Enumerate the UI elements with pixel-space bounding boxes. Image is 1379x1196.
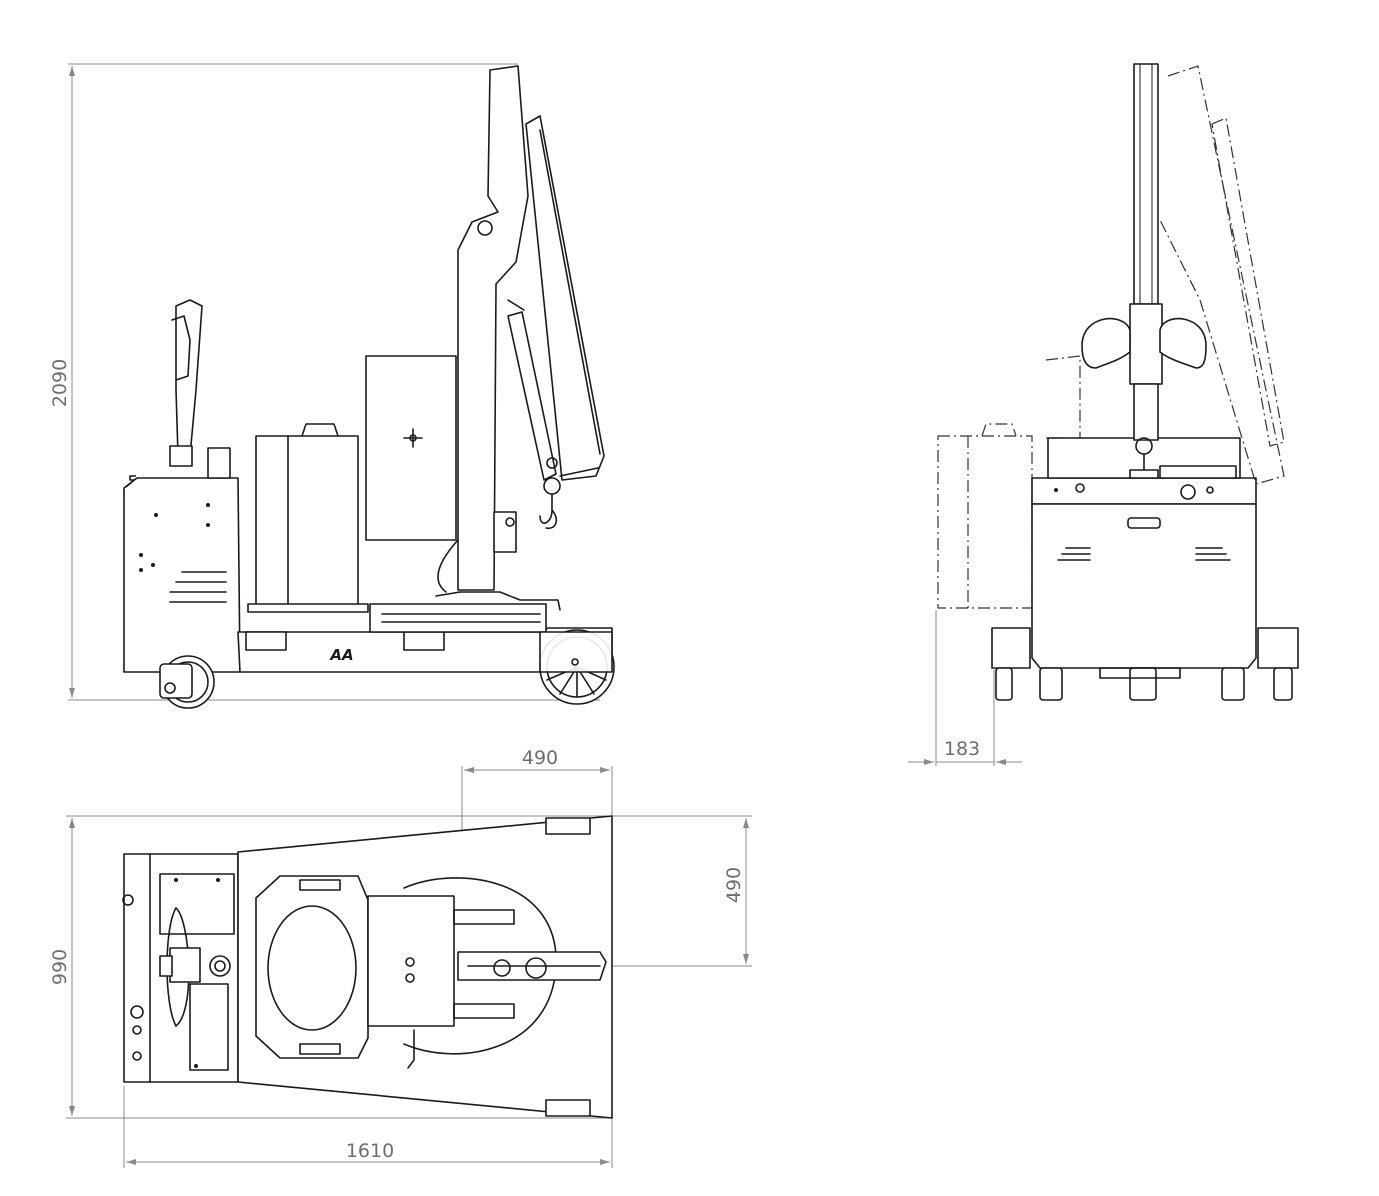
dimension-length: 1610 xyxy=(123,1086,613,1168)
dimension-boom-y-label: 490 xyxy=(723,867,745,903)
top-boom xyxy=(457,951,607,981)
turntable xyxy=(255,875,557,1069)
front-body xyxy=(1031,437,1257,669)
dimension-height-label: 2090 xyxy=(49,359,71,407)
front-wheel xyxy=(159,655,215,709)
side-view: 2090 AA xyxy=(49,63,615,709)
base-plate xyxy=(435,591,561,611)
boom-outline xyxy=(1159,65,1285,485)
mast xyxy=(437,65,529,593)
rear-wheel xyxy=(539,629,615,705)
dimension-width-label: 990 xyxy=(49,949,71,985)
dimension-boom-x-label: 490 xyxy=(522,747,558,769)
top-tiller xyxy=(159,907,201,1027)
dimension-width: 990 xyxy=(49,815,612,1119)
top-view: 990 1610 490 490 xyxy=(49,747,752,1168)
tiller-handle xyxy=(169,299,231,479)
dimension-length-label: 1610 xyxy=(346,1140,394,1162)
top-cabinet xyxy=(367,895,515,1027)
dimension-counterweight-label: 183 xyxy=(944,738,980,760)
front-view: 183 xyxy=(908,63,1299,766)
chassis: AA xyxy=(123,475,613,673)
handle-bar xyxy=(1081,317,1207,369)
dimension-boom-y: 490 xyxy=(600,815,752,967)
battery-box xyxy=(247,423,369,613)
front-mast xyxy=(1129,63,1163,479)
front-wheels xyxy=(991,627,1299,701)
logo: AA xyxy=(329,646,353,664)
dimension-height: 2090 xyxy=(49,63,600,701)
dimension-counterweight: 183 xyxy=(908,610,1022,766)
control-cabinet xyxy=(365,355,457,541)
boom xyxy=(507,115,605,481)
hook xyxy=(539,477,561,530)
